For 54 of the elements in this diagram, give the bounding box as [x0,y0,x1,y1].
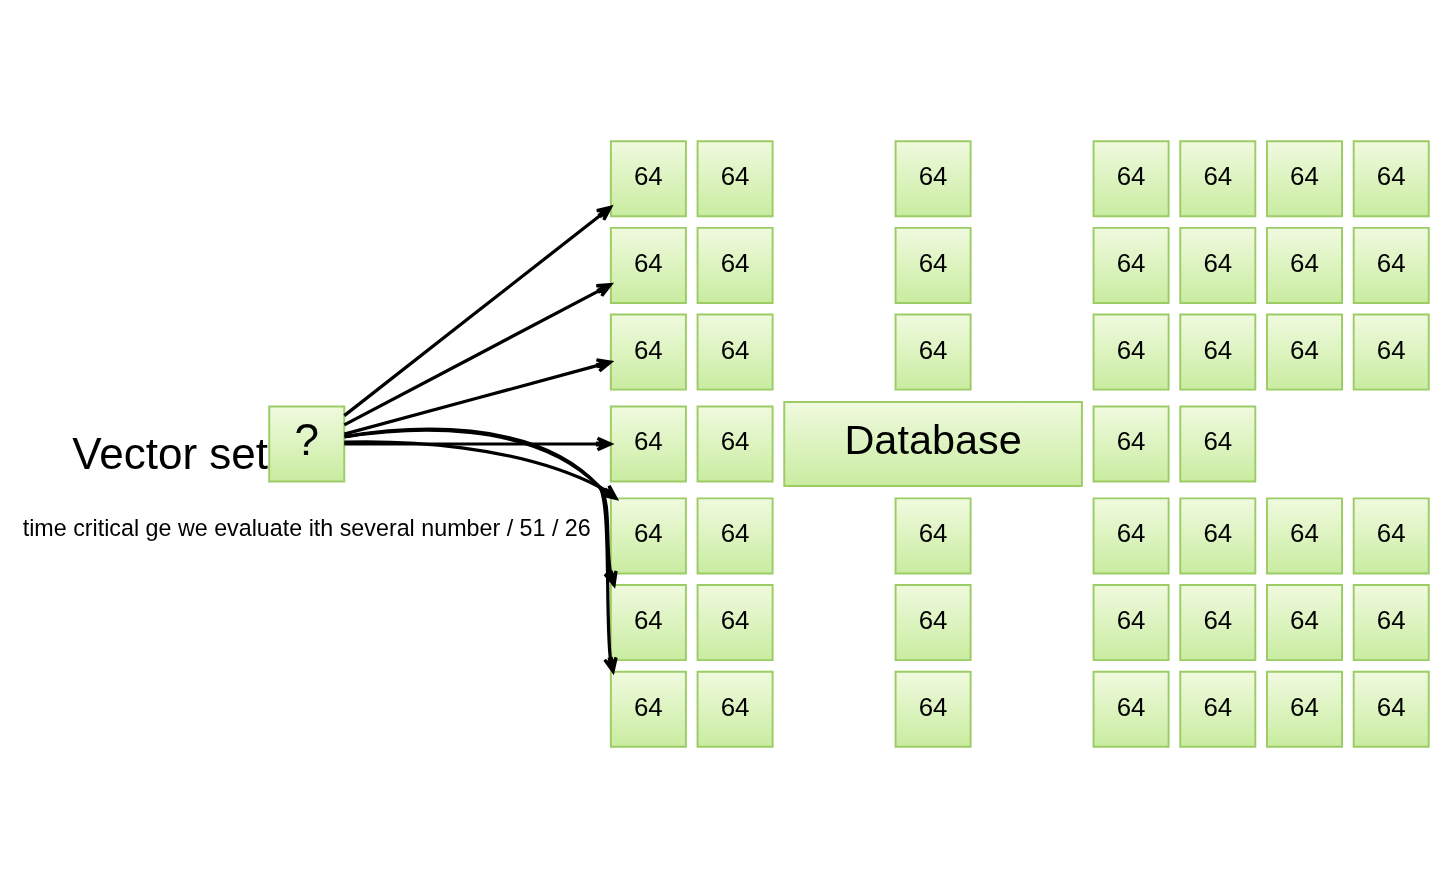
node-box: 64 [1092,670,1170,748]
node-box: 64 [609,496,687,574]
node-box: 64 [894,139,972,217]
node-box: 64 [696,313,774,391]
node-box: 64 [696,670,774,748]
node-box: 64 [1266,496,1343,574]
node-box: 64 [894,226,972,304]
node-box: 64 [1179,583,1257,661]
node-box: 64 [609,313,687,391]
node-label: Vector set [72,428,269,478]
label: time critical ge we evaluate ith several number / 51 / 26 [22,514,591,541]
node-box: 64 [1179,226,1257,304]
node-box: 64 [1179,496,1257,574]
node-box: 64 [894,313,972,391]
arrow [343,205,613,417]
node-box: 64 [1092,139,1170,217]
node-box: 64 [609,226,687,304]
node-box: 64 [1092,405,1170,482]
node-box: Database [783,400,1083,487]
node-box: 64 [1092,226,1170,304]
node-box: 64 [1092,496,1170,574]
arrow [344,436,613,451]
node-box: 64 [1179,139,1257,217]
node-box: 64 [609,583,687,661]
node-box: 64 [696,405,774,482]
node-box: 64 [1179,313,1257,391]
node-box: 64 [1266,583,1343,661]
node-box: 64 [609,405,687,482]
node-box: 64 [696,226,774,304]
node-box: 64 [1352,313,1430,391]
node-box: 64 [696,139,774,217]
node-box: 64 [894,670,972,748]
node-box: 64 [1092,583,1170,661]
node-box: 64 [1266,670,1343,748]
arrow [343,282,613,426]
node-box: 64 [1352,670,1430,748]
node-box: 64 [1352,496,1430,574]
node-box: 64 [1179,670,1257,748]
node-box: 64 [1266,226,1343,304]
node-box: 64 [1352,226,1430,304]
node-box: 64 [696,583,774,661]
node-box: 64 [696,496,774,574]
node-box: 64 [609,139,687,217]
node-box: 64 [894,583,972,661]
node-box: 64 [609,670,687,748]
node-box: 64 [1092,313,1170,391]
node-box: 64 [1352,583,1430,661]
node-box: 64 [1179,405,1257,482]
node-box: 64 [1266,313,1343,391]
node-box: 64 [894,496,972,574]
node-box: ? [268,405,346,482]
arrow [343,357,613,436]
node-box: 64 [1352,139,1430,217]
node-box: 64 [1266,139,1343,217]
